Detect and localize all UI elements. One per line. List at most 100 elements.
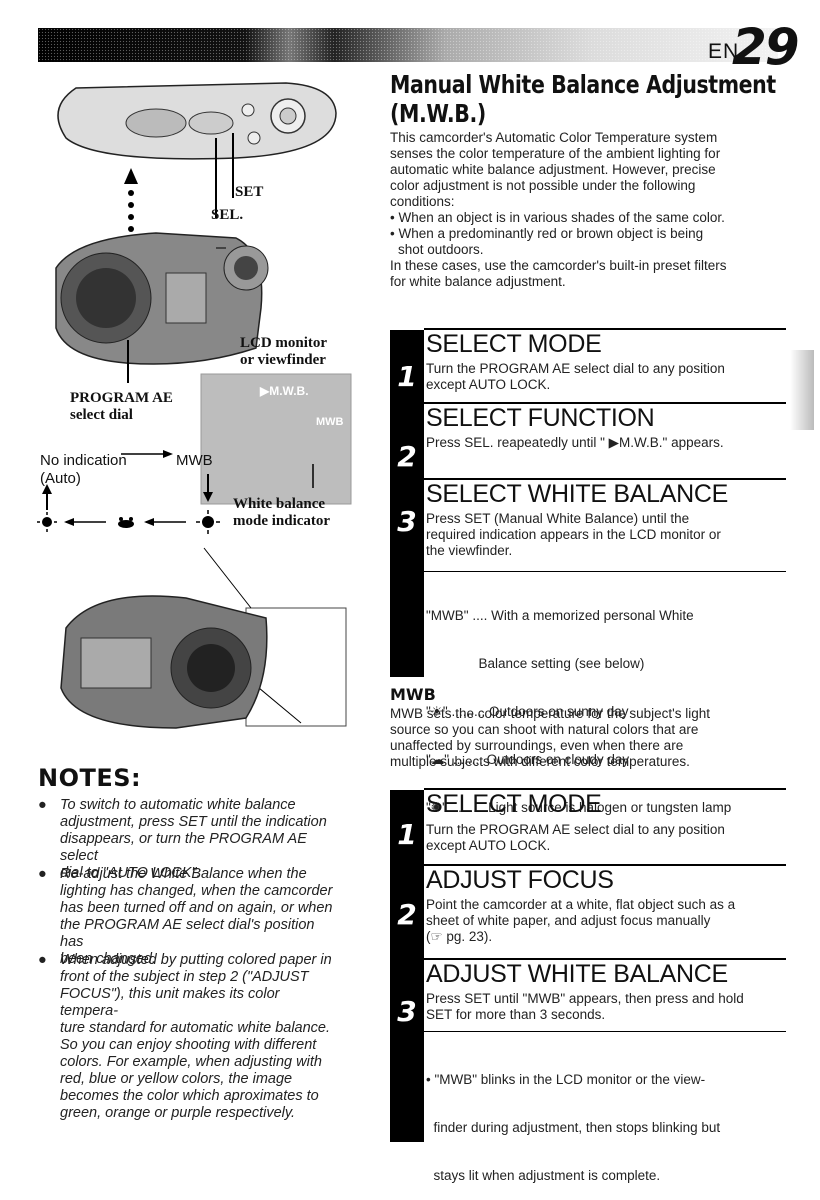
screen-mwb-menu: ▶M.W.B. (260, 384, 309, 398)
step-rule (424, 478, 786, 480)
note-line: has been turned off and on again, or whe… (60, 900, 333, 916)
side-tab (790, 350, 814, 430)
note-line: green, orange or purple respectively. (60, 1105, 296, 1121)
step-number: 3 (397, 505, 417, 538)
control-panel-illustration (57, 82, 337, 160)
note-line: dial to "AUTO LOCK". (60, 865, 201, 881)
note-line: FOCUS"), this unit makes its color tempe… (60, 986, 280, 1019)
step-number: 3 (397, 995, 417, 1028)
screen-mwb-indicator: MWB (316, 416, 344, 428)
step-text: Press SET (Manual White Balance) until t… (426, 511, 721, 559)
note-line: front of the subject in step 2 ("ADJUST (60, 969, 309, 985)
intro-line: This camcorder's Automatic Color Tempera… (390, 130, 718, 145)
step-text: Turn the PROGRAM AE select dial to any p… (426, 361, 725, 393)
wb-options-list: "MWB" .... With a memorized personal Whi… (426, 576, 731, 832)
step-line: required indication appears in the LCD m… (426, 527, 721, 542)
step-number: 1 (397, 818, 417, 851)
intro-line: senses the color temperature of the ambi… (390, 146, 721, 161)
step-line: Turn the PROGRAM AE select dial to any p… (426, 822, 725, 837)
intro-line: conditions: (390, 194, 455, 209)
step-bar-a (390, 330, 424, 677)
final-note-line: stays lit when adjustment is complete. (426, 1168, 661, 1183)
note-line: ture standard for automatic white balanc… (60, 1020, 331, 1036)
final-note: • "MWB" blinks in the LCD monitor or the… (426, 1040, 720, 1200)
intro-line: shot outdoors. (398, 242, 484, 257)
lcd-label-line1: LCD monitor (240, 335, 328, 351)
lcd-label: LCD monitor or viewfinder (240, 335, 327, 369)
note-line: the PROGRAM AE select dial's position ha… (60, 917, 315, 950)
step-rule (424, 402, 786, 404)
intro-line: • When an object is in various shades of… (390, 210, 725, 225)
note-line: When adjusted by putting colored paper i… (60, 952, 332, 968)
step-number: 2 (397, 898, 417, 931)
step-rule (424, 328, 786, 330)
set-label: SET (235, 184, 264, 200)
wb-option: "✺" ......... Light source is halogen or… (426, 800, 732, 815)
notes-title: NOTES: (38, 764, 142, 792)
note-line: To switch to automatic white balance (60, 797, 296, 813)
step-text: Press SEL. reapeatedly until " ▶M.W.B." … (426, 435, 724, 451)
step-line: Turn the PROGRAM AE select dial to any p… (426, 361, 725, 376)
lamp-icon (196, 510, 220, 534)
step-title: ADJUST FOCUS (426, 866, 614, 894)
section-title-line2: (M.W.B.) (390, 99, 486, 128)
wb-option: "☀" ......... Outdoors on sunny day (426, 704, 629, 719)
mwb-arrow-label: MWB (176, 452, 213, 469)
step-text: Turn the PROGRAM AE select dial to any p… (426, 822, 725, 854)
note-line: red, blue or yellow colors, the image (60, 1071, 293, 1087)
divider (424, 1031, 786, 1032)
note-item: ● To switch to automatic white balance a… (38, 797, 334, 882)
step-bar-b (390, 790, 424, 1142)
auto-label: (Auto) (40, 470, 81, 487)
step-line: Press SEL. reapeatedly until " ▶M.W.B." … (426, 435, 724, 450)
intro-text: This camcorder's Automatic Color Tempera… (390, 130, 790, 290)
step-title: ADJUST WHITE BALANCE (426, 960, 728, 988)
note-line: disappears, or turn the PROGRAM AE selec… (60, 831, 307, 864)
step-text: Point the camcorder at a white, flat obj… (426, 897, 735, 945)
step-line: Press SET (Manual White Balance) until t… (426, 511, 690, 526)
step-line: Press SET until "MWB" appears, then pres… (426, 991, 744, 1006)
sun-icon (37, 512, 57, 532)
intro-line: • When a predominantly red or brown obje… (390, 226, 704, 241)
note-line: adjustment, press SET until the indicati… (60, 814, 327, 830)
cloud-icon (118, 517, 134, 528)
wb-option: "MWB" .... With a memorized personal Whi… (426, 608, 694, 623)
intro-line: for white balance adjustment. (390, 274, 566, 289)
program-ae-label: PROGRAM AE select dial (70, 390, 173, 424)
intro-line: color adjustment is not possible under t… (390, 178, 696, 193)
no-indication-label: No indication (40, 452, 127, 469)
mwb-line: unaffected by surroundings, even when th… (390, 738, 684, 753)
divider (424, 571, 786, 572)
note-item: ● Re-adjust the White Balance when the l… (38, 866, 333, 967)
section-title: Manual White Balance Adjustment (M.W.B.) (390, 70, 784, 128)
camcorder-aiming-illustration (60, 595, 268, 729)
note-line: colors. For example, when adjusting with (60, 1054, 322, 1070)
intro-line: automatic white balance adjustment. Howe… (390, 162, 716, 177)
sel-label: SEL. (211, 207, 244, 223)
section-title-line1: Manual White Balance Adjustment (390, 70, 776, 99)
page-number: 29 (732, 18, 800, 76)
step-line: except AUTO LOCK. (426, 838, 551, 853)
note-line: So you can enjoy shooting with different (60, 1037, 317, 1053)
step-rule (424, 864, 786, 866)
step-text: Press SET until "MWB" appears, then pres… (426, 991, 744, 1023)
mwb-line: MWB sets the color temperature for the s… (390, 706, 710, 721)
note-item: ● When adjusted by putting colored paper… (38, 952, 334, 1122)
step-number: 2 (397, 440, 417, 473)
language-label: EN (708, 40, 740, 63)
header-band (38, 28, 778, 62)
step-line: sheet of white paper, and adjust focus m… (426, 913, 711, 928)
step-line: SET for more than 3 seconds. (426, 1007, 606, 1022)
step-line: the viewfinder. (426, 543, 513, 558)
mwb-heading: MWB (390, 685, 436, 704)
final-note-line: • "MWB" blinks in the LCD monitor or the… (426, 1072, 706, 1087)
lcd-screen-illustration (200, 373, 352, 505)
note-line: been changed. (60, 951, 156, 967)
program-ae-label-line2: select dial (70, 407, 133, 423)
step-line: except AUTO LOCK. (426, 377, 551, 392)
intro-line: In these cases, use the camcorder's buil… (390, 258, 727, 273)
step-title: SELECT FUNCTION (426, 404, 655, 432)
step-title: SELECT WHITE BALANCE (426, 480, 728, 508)
step-rule (424, 958, 786, 960)
mwb-line: multiple subjects with different color t… (390, 754, 690, 769)
